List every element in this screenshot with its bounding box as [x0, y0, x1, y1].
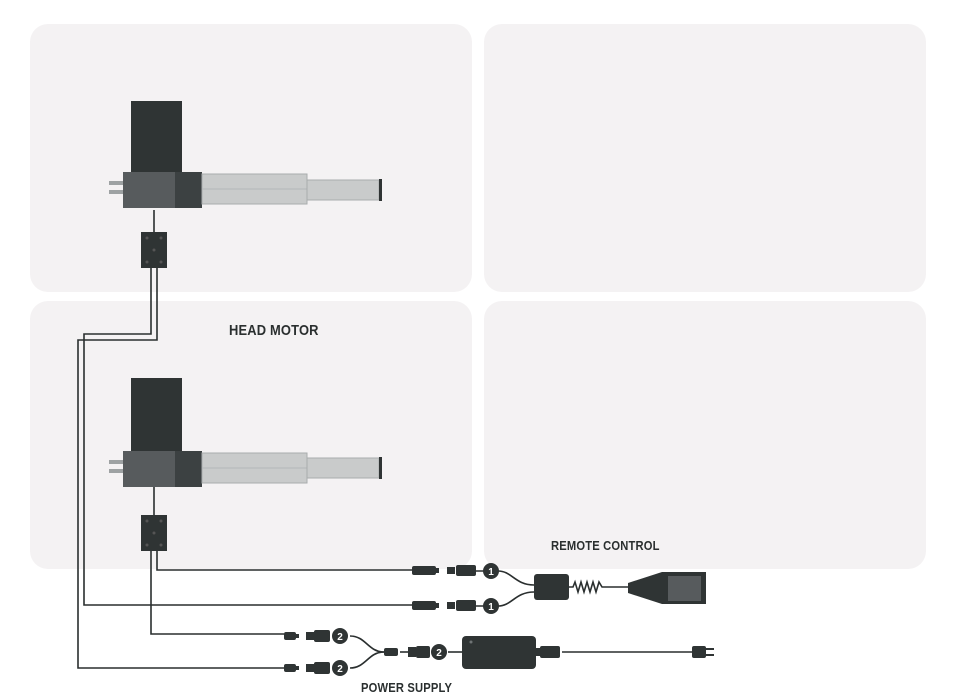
panel-top-right — [484, 24, 926, 292]
cable-bottom-remote — [156, 551, 418, 571]
number-badge-2-joint: 2 — [431, 644, 447, 660]
plug-male — [412, 566, 436, 575]
remote-connector-lower — [412, 600, 476, 611]
motor-pin — [109, 181, 123, 185]
motor-collar — [175, 451, 202, 487]
plug-prong — [706, 654, 714, 656]
cable-top-remote — [83, 268, 418, 606]
plug-female — [306, 664, 314, 672]
number-badge-1-lower: 1 — [483, 598, 499, 614]
number-badge-1-upper: 1 — [483, 563, 499, 579]
motor-pin — [109, 460, 123, 464]
number-badge-2-upper: 2 — [332, 628, 348, 644]
remote-splitter-box — [534, 574, 569, 600]
badge-number: 2 — [436, 648, 442, 659]
badge-number: 1 — [488, 567, 494, 578]
motor-housing — [131, 378, 182, 451]
power-split-upper — [349, 635, 385, 653]
panel-top-left — [30, 24, 472, 292]
cable-bottom-power — [150, 551, 284, 635]
head-motor-label: HEAD MOTOR — [229, 322, 319, 339]
power-supply-unit — [462, 636, 560, 669]
plug-male — [284, 664, 296, 672]
control-box-bottom — [141, 515, 167, 551]
power-joint-connector — [384, 646, 430, 658]
plug-female — [306, 632, 314, 640]
motor-pin — [109, 469, 123, 473]
plug-male — [412, 601, 436, 610]
cables — [77, 210, 692, 669]
head-motor-actuator-bottom — [109, 378, 382, 487]
remote-control-label: REMOTE CONTROL — [551, 538, 660, 553]
panel-bottom-right — [484, 301, 926, 569]
motor-collar — [175, 172, 202, 208]
power-connector-upper — [284, 630, 330, 642]
motor-gearbox — [123, 451, 179, 487]
remote-connector-upper — [412, 565, 476, 576]
plug-female — [447, 602, 455, 609]
power-connector-lower — [284, 662, 330, 674]
remote-control-handset — [628, 572, 706, 604]
plug-female — [447, 567, 455, 574]
control-box-top — [141, 232, 167, 268]
number-badge-2-lower: 2 — [332, 660, 348, 676]
badge-number: 2 — [337, 632, 343, 643]
cable-top-power — [77, 268, 284, 669]
actuator-rod — [306, 179, 380, 201]
badge-number: 1 — [488, 602, 494, 613]
head-motor-actuator-top — [109, 101, 382, 208]
motor-pin — [109, 190, 123, 194]
plug-prong — [706, 648, 714, 650]
actuator-rod — [306, 457, 380, 479]
mains-plug — [692, 646, 714, 658]
psu-output-plug — [540, 646, 560, 658]
power-supply-label: POWER SUPPLY — [361, 680, 453, 695]
badge-number: 2 — [337, 664, 343, 675]
motor-housing — [131, 101, 182, 172]
actuator-rod-end — [379, 457, 382, 479]
panel-bottom-left — [30, 301, 472, 569]
remote-coil-cord — [569, 579, 628, 595]
actuator-rod-end — [379, 179, 382, 201]
psu-body — [462, 636, 536, 669]
power-split-lower — [349, 651, 385, 669]
remote-screen — [668, 576, 701, 601]
motor-gearbox — [123, 172, 179, 208]
plug-male — [284, 632, 296, 640]
